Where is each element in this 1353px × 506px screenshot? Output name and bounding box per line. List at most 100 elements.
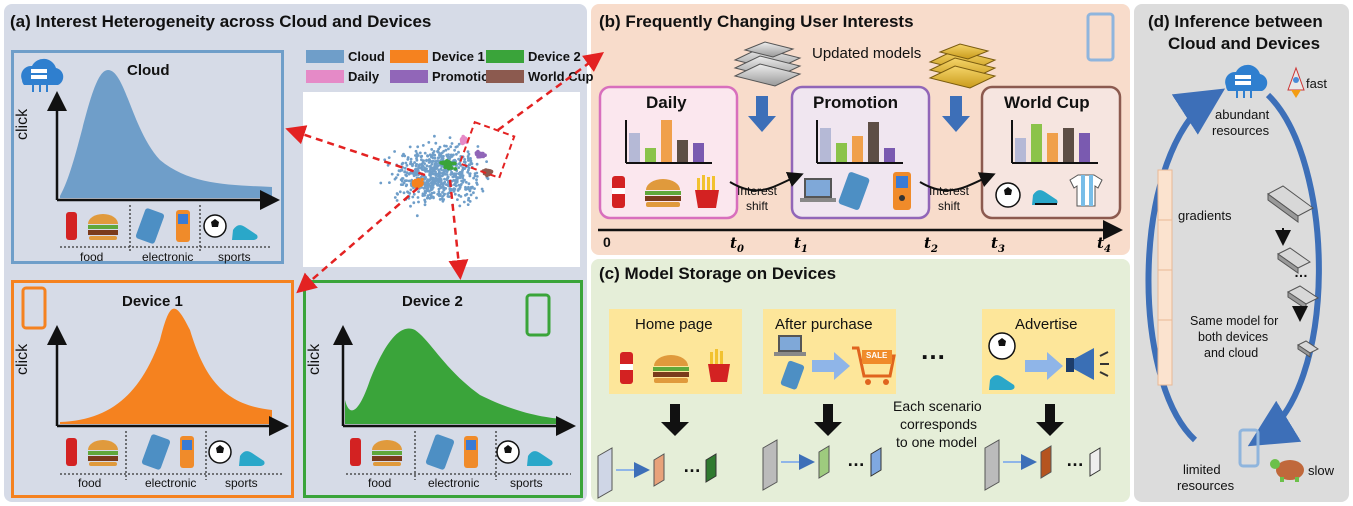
scatter-point	[411, 179, 416, 184]
scatter-point	[409, 204, 412, 208]
time-label-t4: t4	[1097, 234, 1111, 255]
scatter-point	[425, 158, 428, 162]
scatter-point	[489, 169, 494, 174]
burger-icon	[653, 355, 689, 383]
scatter-point	[448, 136, 452, 140]
scatter-point	[466, 170, 470, 174]
same-model-line2: both devices	[1198, 330, 1269, 344]
scatter-point	[411, 195, 415, 199]
scatter-point	[446, 161, 451, 166]
interest-shift-label-1a: Interest	[737, 184, 778, 198]
scatter-point	[456, 198, 459, 202]
scatter-point	[462, 179, 465, 183]
limited-label-line2: resources	[1177, 478, 1235, 493]
scatter-point	[442, 154, 445, 158]
scatter-point	[437, 147, 440, 151]
scatter-point	[437, 156, 441, 160]
soccer-ball-icon	[208, 440, 232, 464]
cola-can-icon	[620, 352, 633, 384]
burger-icon	[88, 214, 118, 240]
scatter-point	[440, 171, 444, 175]
cloud-icon	[21, 58, 64, 92]
scatter-point	[449, 173, 453, 176]
cloud-category-sports: sports	[218, 250, 251, 264]
scatter-point	[401, 177, 405, 180]
scatter-point	[450, 188, 453, 191]
cloud-category-food: food	[80, 250, 104, 264]
scatter-point	[448, 157, 452, 161]
scatter-point	[436, 150, 439, 153]
scatter-point	[429, 188, 433, 192]
down-arrow-icon	[748, 96, 776, 132]
scatter-point	[454, 172, 458, 176]
device2-category-electronic: electronic	[428, 476, 480, 490]
legend-swatch-promotion	[390, 70, 428, 83]
same-model-line1: Same model for	[1190, 314, 1279, 328]
sale-tag: SALE	[866, 351, 888, 360]
scatter-point	[415, 152, 419, 156]
scatter-point	[429, 160, 432, 163]
scatter-point	[431, 151, 435, 155]
soccer-shoe-icon	[232, 225, 258, 240]
scatter-point	[434, 179, 438, 183]
right-arrow-icon	[812, 352, 850, 380]
scatter-point	[398, 190, 402, 194]
scatter-point	[430, 148, 434, 151]
interest-shift-label-1b: shift	[746, 199, 769, 213]
scatter-point	[432, 191, 436, 195]
scatter-point	[457, 166, 461, 170]
scatter-point	[414, 169, 418, 173]
scatter-point	[415, 158, 419, 162]
scatter-point	[423, 198, 427, 202]
scatter-point	[423, 162, 426, 166]
scatter-point	[402, 191, 406, 195]
scatter-point	[416, 167, 420, 171]
scatter-point	[458, 204, 462, 208]
scatter-point	[415, 179, 419, 184]
game-console-icon	[464, 436, 478, 468]
legend-swatch-worldcup	[486, 70, 524, 83]
scatter-point	[408, 192, 412, 195]
time-label-t1: t1	[794, 234, 808, 255]
scatter-point	[415, 214, 419, 218]
laptop-icon	[774, 335, 806, 356]
scatter-point	[434, 166, 438, 170]
scatter-point	[453, 161, 457, 166]
soccer-shoe-icon	[989, 375, 1015, 390]
scatter-point	[459, 183, 463, 186]
scatter-point	[441, 191, 444, 194]
time-label-t0-t: t	[730, 234, 737, 252]
scatter-point	[485, 160, 488, 164]
scatter-point	[414, 149, 418, 153]
model-layers-home	[597, 447, 717, 499]
scatter-point	[433, 153, 437, 157]
scatter-point	[421, 192, 425, 196]
device2-ylabel: click	[306, 343, 323, 375]
time-label-t3-t: t	[991, 234, 998, 252]
scatter-point	[395, 199, 399, 202]
scatter-point	[449, 145, 453, 149]
scatter-point	[466, 203, 470, 207]
scatter-point	[440, 168, 443, 172]
scatter-point	[469, 159, 473, 163]
scenario-note-line2: corresponds	[900, 416, 978, 432]
shopping-cart-icon	[852, 346, 896, 385]
cloud-icon	[1225, 64, 1268, 98]
scatter-point	[393, 196, 397, 199]
scatter-point	[431, 169, 435, 173]
scatter-point	[470, 162, 474, 166]
same-model-line3: and cloud	[1204, 346, 1259, 360]
abundant-label-line1: abundant	[1215, 107, 1270, 122]
scenario-label-home: Home page	[635, 316, 713, 333]
scatter-point	[468, 189, 472, 193]
cloud-box-title: Cloud	[127, 62, 170, 79]
scatter-point	[406, 158, 410, 161]
model-stack-icon-gold	[928, 43, 997, 89]
scatter-point	[420, 154, 424, 158]
device1-category-sports: sports	[225, 476, 258, 490]
scatter-point	[431, 186, 435, 189]
upload-arc-arrow	[1145, 88, 1226, 443]
legend-label-device1: Device 1	[432, 49, 485, 64]
cloud-ylabel: click	[14, 108, 31, 140]
scatter-point	[434, 141, 438, 145]
